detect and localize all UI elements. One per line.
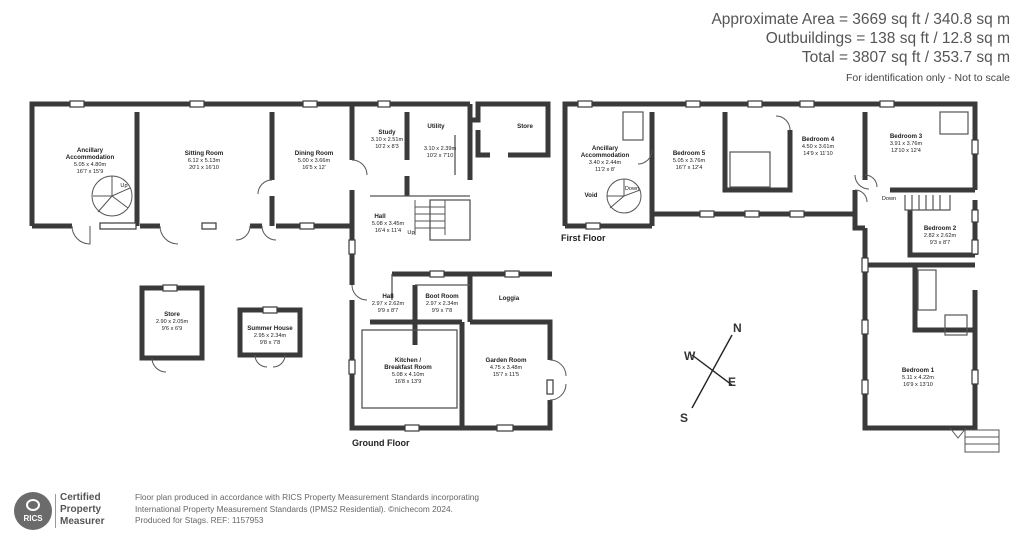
rics-logo-text: RICS — [23, 514, 43, 523]
first-doors — [637, 115, 878, 203]
label-garden: Garden Room — [486, 357, 527, 364]
compass-n: N — [733, 321, 742, 335]
dims-anc-g-ft: 16'7 x 15'9 — [77, 169, 104, 175]
label-loggia: Loggia — [499, 295, 520, 302]
dims-dining-m: 5.00 x 3.66m — [298, 158, 331, 164]
ground-floor-walls — [29, 101, 553, 431]
label-boot: Boot Room — [425, 293, 459, 300]
dims-kitchen-ft: 16'8 x 13'9 — [395, 379, 422, 385]
label-study: Study — [378, 129, 396, 136]
ground-doors — [71, 159, 567, 401]
label-utility: Utility — [427, 123, 445, 130]
label-bed4: Bedroom 4 — [802, 136, 835, 143]
dims-boot-m: 2.97 x 2.34m — [426, 301, 459, 307]
footer-line2: International Property Measurement Stand… — [135, 503, 453, 514]
label-anc-g-2: Accommodation — [66, 154, 115, 161]
ground-windows — [69, 100, 554, 432]
dims-hall1-ft: 16'4 x 11'4 — [375, 228, 401, 234]
label-dining: Dining Room — [295, 150, 334, 157]
label-bed3: Bedroom 3 — [890, 133, 923, 140]
dims-bed5-m: 5.05 x 3.76m — [673, 158, 706, 164]
dims-hall2-ft: 9'9 x 8'7 — [378, 308, 399, 314]
dims-bed5-ft: 16'7 x 12'4 — [676, 165, 703, 171]
dims-summer-m: 2.95 x 2.34m — [254, 333, 287, 339]
dims-dining-ft: 16'5 x 12' — [302, 165, 326, 171]
dims-store-out-m: 2.90 x 2.05m — [156, 319, 189, 325]
compass-s: S — [680, 411, 688, 425]
room-labels: Ancillary Accommodation 5.05 x 4.80m 16'… — [66, 123, 957, 388]
dims-bed1-m: 5.11 x 4.22m — [902, 375, 934, 381]
dims-study-ft: 10'2 x 8'3 — [375, 144, 399, 150]
dims-boot-ft: 9'9 x 7'8 — [432, 308, 453, 314]
badge-line3: Measurer — [60, 516, 105, 527]
dims-anc-f-ft: 11'2 x 8' — [595, 167, 615, 173]
label-anc-f-1: Ancillary — [592, 145, 619, 152]
dims-hall1-m: 5.08 x 3.45m — [372, 221, 405, 227]
rics-badge: RICS Certified Property Measurer — [14, 492, 114, 530]
ground-straight-stair — [414, 200, 446, 235]
label-void: Void — [585, 192, 598, 199]
dims-bed3-m: 3.91 x 3.76m — [890, 141, 923, 147]
entrance-steps — [949, 427, 1000, 453]
label-store-out: Store — [164, 311, 180, 318]
compass-w: W — [684, 349, 696, 363]
dims-utility-ft: 10'2 x 7'10 — [427, 153, 454, 159]
label-store-main: Store — [517, 123, 533, 130]
first-floor-title: First Floor — [561, 233, 606, 243]
footer-text: Floor plan produced in accordance with R… — [135, 492, 479, 527]
label-hall2: Hall — [382, 293, 394, 300]
stair-down-2: Down — [882, 196, 896, 202]
footer-line1: Floor plan produced in accordance with R… — [135, 492, 480, 502]
label-summer: Summer House — [247, 325, 293, 332]
footer-line3: Produced for Stags. REF: 1157953 — [135, 515, 264, 525]
dims-bed1-ft: 16'9 x 13'10 — [903, 382, 933, 388]
dims-anc-f-m: 3.40 x 2.44m — [589, 160, 622, 166]
label-kitchen-1: Kitchen / — [395, 357, 421, 364]
ground-spiral-stair — [91, 175, 133, 217]
dims-garden-ft: 15'7 x 11'5 — [493, 372, 519, 378]
compass-rose: N E S W — [680, 321, 742, 425]
outbuildings-area: Outbuildings = 138 sq ft / 12.8 sq m — [765, 30, 1010, 47]
approximate-area: Approximate Area = 3669 sq ft / 340.8 sq… — [711, 11, 1010, 28]
label-sitting: Sitting Room — [185, 150, 224, 157]
label-bed1: Bedroom 1 — [902, 367, 935, 374]
badge-line2: Property — [60, 504, 102, 515]
ground-floor-title: Ground Floor — [352, 438, 410, 448]
dims-bed2-m: 2.82 x 2.62m — [924, 233, 957, 239]
rics-logo-icon: RICS — [14, 492, 52, 530]
stair-up-1: Up — [120, 183, 127, 189]
label-kitchen-2: Breakfast Room — [384, 364, 432, 371]
stair-up-2: Up — [407, 230, 414, 236]
dims-sitting-ft: 20'1 x 16'10 — [189, 165, 219, 171]
first-windows — [577, 100, 979, 395]
dims-bed3-ft: 12'10 x 12'4 — [891, 148, 921, 154]
dims-hall2-m: 2.97 x 2.62m — [372, 301, 405, 307]
dims-bed4-m: 4.50 x 3.61m — [802, 144, 835, 150]
label-anc-g-1: Ancillary — [77, 147, 104, 154]
stair-down-1: Down — [625, 186, 639, 192]
dims-bed4-ft: 14'9 x 11'10 — [803, 151, 832, 157]
scale-note: For identification only - Not to scale — [846, 72, 1010, 84]
dims-summer-ft: 9'8 x 7'8 — [260, 340, 281, 346]
label-hall1: Hall — [374, 213, 386, 220]
dims-garden-m: 4.75 x 3.48m — [490, 365, 523, 371]
dims-kitchen-m: 5.08 x 4.10m — [392, 372, 425, 378]
dims-study-m: 3.10 x 2.51m — [371, 137, 404, 143]
dims-bed2-ft: 9'3 x 8'7 — [930, 240, 951, 246]
ground-floor-internal — [361, 135, 471, 409]
compass-e: E — [728, 375, 736, 389]
dims-sitting-m: 6.12 x 5.13m — [188, 158, 221, 164]
label-bed2: Bedroom 2 — [924, 225, 957, 232]
dims-utility-m: 3.10 x 2.39m — [424, 146, 457, 152]
first-spiral-stair — [606, 178, 642, 214]
label-bed5: Bedroom 5 — [673, 150, 706, 157]
label-anc-f-2: Accommodation — [581, 152, 630, 159]
dims-store-out-ft: 9'6 x 6'9 — [162, 326, 183, 332]
first-floor-internal — [622, 111, 969, 336]
badge-line1: Certified — [60, 492, 101, 503]
total-area: Total = 3807 sq ft / 353.7 sq m — [801, 49, 1010, 66]
dims-anc-g-m: 5.05 x 4.80m — [74, 162, 107, 168]
